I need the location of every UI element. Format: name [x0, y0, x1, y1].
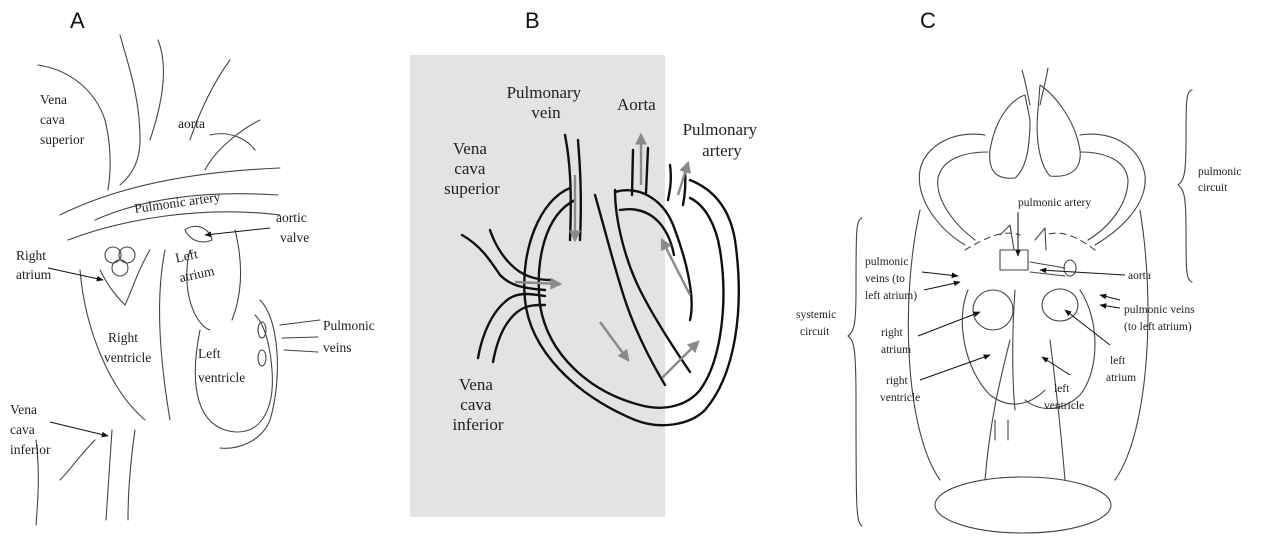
a-label-left-ventricle: Left ventricle: [198, 346, 245, 385]
c-label-pulmonic-veins-left: pulmonic veins (to left atrium): [865, 256, 917, 302]
a-label-pulmonic-veins: Pulmonic veins: [323, 318, 378, 355]
a-label-aorta: aorta: [178, 116, 205, 131]
c-label-pulmonic-veins-right: pulmonic veins (to left atrium): [1124, 304, 1197, 333]
panel-b-background: [410, 55, 665, 517]
a-label-right-ventricle: Right ventricle: [104, 330, 151, 365]
c-label-right-atrium: right atrium: [881, 327, 911, 356]
c-label-aorta: aorta: [1128, 270, 1151, 282]
c-label-left-ventricle: left ventricle: [1044, 383, 1084, 412]
panel-c-circulation-sketch: pulmonic circuit pulmonic artery pulmoni…: [796, 68, 1244, 533]
a-label-left-atrium: Left atrium: [174, 243, 216, 285]
c-label-right-ventricle: right ventricle: [880, 375, 920, 404]
a-label-right-atrium: Right atrium: [16, 248, 52, 282]
a-label-vena-cava-inferior: Vena cava inferior: [10, 402, 51, 457]
c-label-pulmonic-circuit: pulmonic circuit: [1198, 166, 1244, 194]
c-label-left-atrium: left atrium: [1106, 355, 1136, 384]
b-label-pulmonary-artery: Pulmonary artery: [683, 120, 762, 160]
a-label-vena-cava-superior: Vena cava superior: [40, 92, 85, 147]
c-label-systemic-circuit: systemic circuit: [796, 309, 839, 338]
c-label-pulmonic-artery: pulmonic artery: [1018, 197, 1091, 209]
a-label-aortic-valve: aortic valve: [276, 210, 310, 245]
b-label-aorta: Aorta: [617, 95, 656, 114]
panel-a-heart-sketch: Vena cava superior aorta Pulmonic artery…: [10, 35, 378, 525]
panel-b-heart-schematic: Pulmonary vein Aorta Pulmonary artery Ve…: [410, 55, 761, 517]
